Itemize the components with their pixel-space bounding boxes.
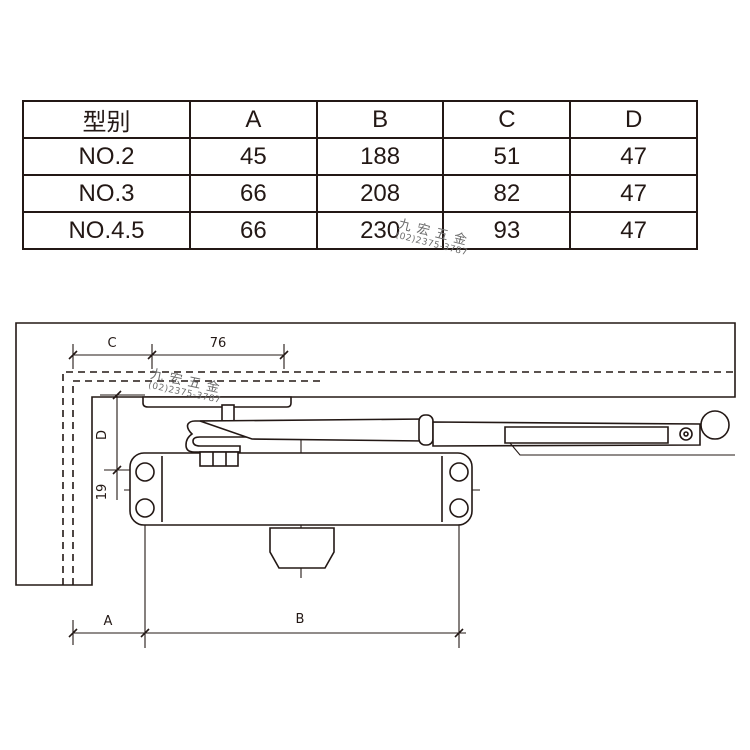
cell-b: 188 bbox=[315, 137, 445, 176]
table-row: NO.3 66 208 82 47 bbox=[22, 174, 698, 213]
forearm-channel bbox=[504, 426, 669, 444]
dim-c-label: C bbox=[107, 336, 116, 351]
dim-tick bbox=[68, 628, 78, 638]
cell-d: 47 bbox=[569, 174, 698, 213]
forearm-rib bbox=[509, 442, 735, 456]
dim-tick bbox=[68, 350, 78, 360]
cell-a: 45 bbox=[188, 137, 318, 176]
dim-tick bbox=[279, 350, 289, 360]
cell-d: 47 bbox=[569, 211, 698, 250]
shoe-pin-center bbox=[683, 431, 689, 437]
dim-76-label: 76 bbox=[210, 336, 227, 351]
header-b: B bbox=[315, 100, 445, 139]
door-edge-dashed-inner bbox=[72, 380, 325, 585]
table-row: NO.2 45 188 51 47 bbox=[22, 137, 698, 176]
frame-outline bbox=[15, 322, 736, 586]
screw-hole bbox=[135, 498, 155, 518]
adjuster-valves bbox=[199, 451, 239, 467]
dim-tick bbox=[112, 390, 122, 400]
header-a: A bbox=[188, 100, 318, 139]
table-row: NO.4.5 66 230 93 47 bbox=[22, 211, 698, 250]
header-model: 型别 bbox=[22, 100, 191, 139]
screw-hole bbox=[135, 462, 155, 482]
door-edge-dashed-outer bbox=[62, 371, 735, 585]
bracket-neck bbox=[221, 404, 235, 422]
cell-c: 82 bbox=[442, 174, 572, 213]
cell-d: 47 bbox=[569, 137, 698, 176]
dim-19-label: 19 bbox=[95, 484, 110, 501]
table-header-row: 型别 A B C D bbox=[22, 100, 698, 139]
cell-model: NO.2 bbox=[22, 137, 191, 176]
spec-table: 型别 A B C D NO.2 45 188 51 47 NO.3 66 208… bbox=[22, 100, 698, 250]
bracket-plate bbox=[142, 396, 292, 408]
cell-a: 66 bbox=[188, 211, 318, 250]
screw-hole bbox=[449, 498, 469, 518]
closer-body-inner bbox=[161, 456, 443, 522]
dim-d-label: D bbox=[95, 430, 110, 440]
shoe-pin bbox=[679, 427, 693, 441]
cell-model: NO.4.5 bbox=[22, 211, 191, 250]
dim-b-label: B bbox=[296, 612, 305, 627]
closer-body bbox=[129, 452, 473, 526]
dim-tick bbox=[147, 350, 157, 360]
arm-elbow-joint bbox=[418, 414, 434, 446]
shoe-pivot bbox=[700, 410, 730, 440]
cell-model: NO.3 bbox=[22, 174, 191, 213]
cell-c: 51 bbox=[442, 137, 572, 176]
spindle-cap bbox=[269, 527, 335, 569]
header-d: D bbox=[569, 100, 698, 139]
cell-a: 66 bbox=[188, 174, 318, 213]
cell-b: 208 bbox=[315, 174, 445, 213]
screw-hole bbox=[449, 462, 469, 482]
cell-b: 230 bbox=[315, 211, 445, 250]
cell-c: 93 bbox=[442, 211, 572, 250]
dim-a-label: A bbox=[104, 614, 113, 629]
dim-tick bbox=[112, 465, 122, 475]
header-c: C bbox=[442, 100, 572, 139]
